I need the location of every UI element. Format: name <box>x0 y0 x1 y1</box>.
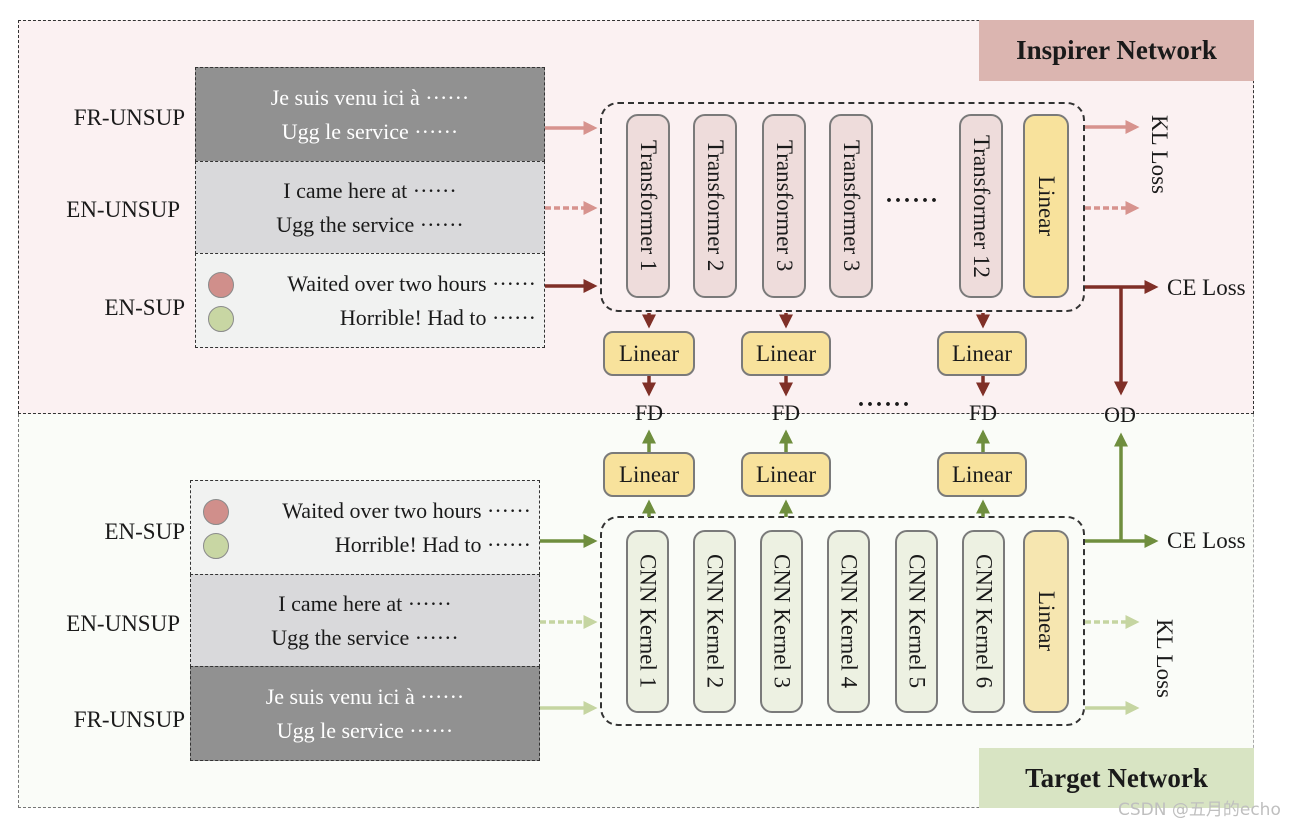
cnn-kernel-block: CNN Kernel 1 <box>626 530 669 713</box>
sentence-line: Ugg le service ······ <box>276 717 454 743</box>
target-fr-unsup-box: Je suis venu ici à ······ Ugg le service… <box>190 666 540 761</box>
output-distillation-label: OD <box>1104 402 1136 427</box>
inspirer-feature-linear: Linear <box>741 331 831 376</box>
transformer-block: Transformer 3 <box>762 114 806 298</box>
watermark: CSDN @五月的echo <box>1118 800 1281 820</box>
target-label-en-sup: EN-SUP <box>104 519 185 544</box>
feature-distillation-label: FD <box>968 400 998 425</box>
inspirer-en-unsup-box: I came here at ······ Ugg the service ··… <box>195 161 545 254</box>
sentence-line: I came here at ······ <box>283 177 457 203</box>
sentence-line: Je suis venu ici à ······ <box>265 683 465 709</box>
transformer-block: Transformer 2 <box>693 114 737 298</box>
inspirer-ce-loss-label: CE Loss <box>1167 275 1246 300</box>
feature-distillation-label: FD <box>634 400 664 425</box>
sentence-line: Ugg le service ······ <box>281 118 459 144</box>
sentence-line: Horrible! Had to ······ <box>334 531 531 557</box>
inspirer-kl-loss-label: KL Loss <box>1147 115 1172 195</box>
inspirer-feature-linear: Linear <box>603 331 695 376</box>
inspirer-label-fr-unsup: FR-UNSUP <box>73 105 185 130</box>
sentence-line: Ugg the service ······ <box>276 211 464 237</box>
inspirer-blocks-ellipsis: ······ <box>885 188 940 214</box>
inspirer-network-title: Inspirer Network <box>979 20 1254 81</box>
target-ce-loss-label: CE Loss <box>1167 528 1246 553</box>
sentence-line: Horrible! Had to ······ <box>339 304 536 330</box>
sentence-line: Ugg the service ······ <box>271 624 459 650</box>
inspirer-label-en-sup: EN-SUP <box>104 295 185 320</box>
inspirer-en-sup-box: Waited over two hours ······ Horrible! H… <box>195 253 545 348</box>
cnn-kernel-block: CNN Kernel 3 <box>760 530 803 713</box>
positive-label-dot-icon <box>203 533 229 559</box>
cnn-kernel-block: CNN Kernel 5 <box>895 530 938 713</box>
target-network-title: Target Network <box>979 748 1254 808</box>
sentence-line: Waited over two hours ······ <box>287 270 536 296</box>
target-en-unsup-box: I came here at ······ Ugg the service ··… <box>190 574 540 667</box>
distill-ellipsis: ······ <box>857 392 912 418</box>
target-feature-linear: Linear <box>603 452 695 497</box>
target-en-sup-box: Waited over two hours ······ Horrible! H… <box>190 480 540 575</box>
transformer-block: Transformer 1 <box>626 114 670 298</box>
target-classifier-linear: Linear <box>1023 530 1069 713</box>
cnn-kernel-block: CNN Kernel 2 <box>693 530 736 713</box>
target-encoder-group <box>600 516 1085 726</box>
cnn-kernel-block: CNN Kernel 6 <box>962 530 1005 713</box>
inspirer-classifier-linear: Linear <box>1023 114 1069 298</box>
transformer-block: Transformer 12 <box>959 114 1003 298</box>
sentence-line: I came here at ······ <box>278 590 452 616</box>
inspirer-feature-linear: Linear <box>937 331 1027 376</box>
cnn-kernel-block: CNN Kernel 4 <box>827 530 870 713</box>
target-feature-linear: Linear <box>937 452 1027 497</box>
negative-label-dot-icon <box>203 499 229 525</box>
inspirer-fr-unsup-box: Je suis venu ici à ······ Ugg le service… <box>195 67 545 162</box>
sentence-line: Waited over two hours ······ <box>282 497 531 523</box>
target-feature-linear: Linear <box>741 452 831 497</box>
negative-label-dot-icon <box>208 272 234 298</box>
transformer-block: Transformer 3 <box>829 114 873 298</box>
target-kl-loss-label: KL Loss <box>1152 619 1177 699</box>
inspirer-label-en-unsup: EN-UNSUP <box>66 197 180 222</box>
target-label-fr-unsup: FR-UNSUP <box>73 707 185 732</box>
feature-distillation-label: FD <box>771 400 801 425</box>
positive-label-dot-icon <box>208 306 234 332</box>
inspirer-encoder-group <box>600 102 1085 312</box>
target-label-en-unsup: EN-UNSUP <box>66 611 180 636</box>
sentence-line: Je suis venu ici à ······ <box>270 84 470 110</box>
